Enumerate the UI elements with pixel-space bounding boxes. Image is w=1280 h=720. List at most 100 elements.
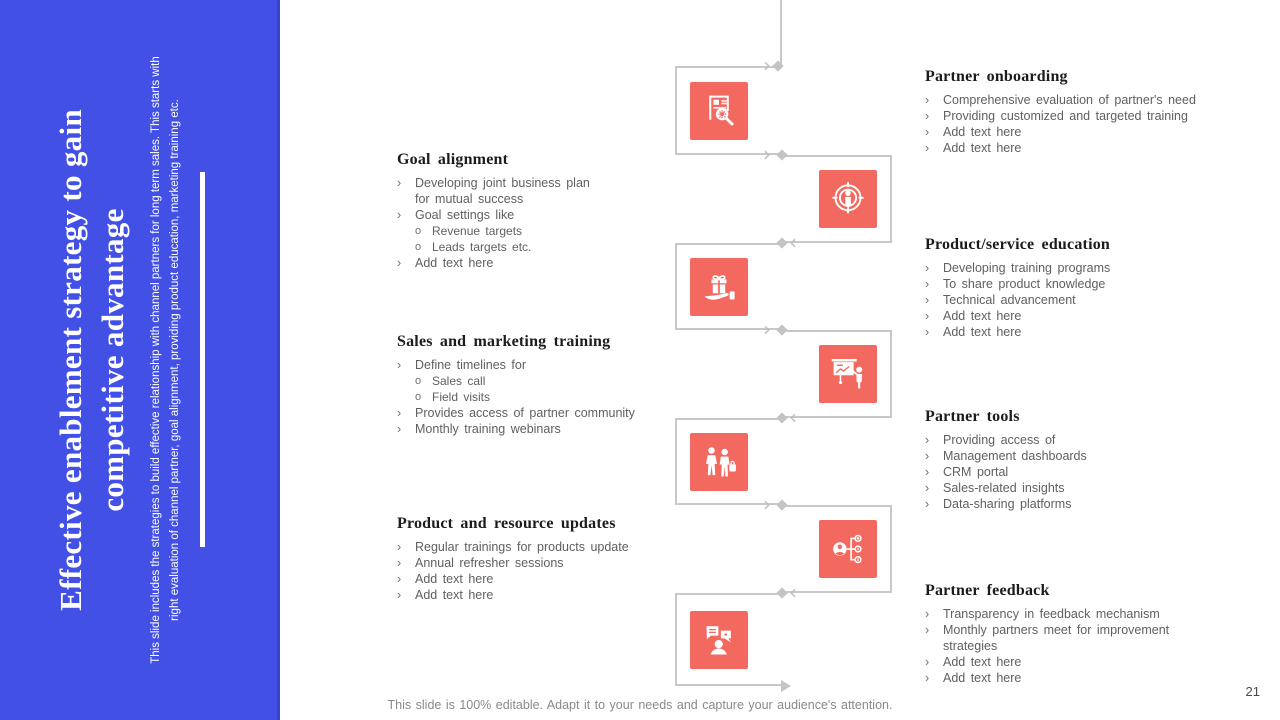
- bullet-text: Field visits: [432, 390, 491, 404]
- bullet-marker: ›: [397, 588, 402, 602]
- flow-connector-top-line: [780, 0, 782, 67]
- bullet-marker: ›: [397, 422, 402, 436]
- bullet-text: Developing joint business plan for mutua…: [415, 176, 590, 206]
- page-subtitle: This slide includes the strategies to bu…: [150, 56, 181, 664]
- bullet-text: To share product knowledge: [943, 277, 1106, 291]
- bullet-item: ›Monthly partners meet for improvement s…: [925, 622, 1181, 654]
- bullet-item: › Add text here: [925, 324, 1217, 340]
- bullet-text: Define timelines for: [415, 358, 526, 372]
- partner-evaluation-icon: [690, 81, 748, 140]
- section-title: Goal alignment: [397, 151, 509, 168]
- flow-end-arrow-icon: [781, 680, 791, 692]
- flow-step-box-2: [782, 155, 892, 243]
- bullet-item: ›Management dashboards: [925, 448, 1217, 464]
- sub-bullet-item: o Field visits: [415, 389, 659, 405]
- bullet-text: Add text here: [943, 671, 1022, 685]
- flow-step-box-5: [675, 418, 782, 505]
- bullet-text: Regular trainings for products update: [415, 540, 629, 554]
- bullet-text: Annual refresher sessions: [415, 556, 564, 570]
- flow-step-box-1: [675, 66, 782, 155]
- bullet-marker: ›: [397, 572, 402, 586]
- bullet-item: › Provides access of partner community: [397, 405, 659, 421]
- bullet-marker: o: [415, 225, 422, 237]
- bullet-marker: ›: [925, 449, 930, 463]
- page-title: Effective enablement strategy to gain co…: [50, 0, 134, 720]
- product-gift-icon: [690, 257, 748, 316]
- bullet-marker: ›: [925, 497, 930, 511]
- section-left-2: Product and resource updates›Regular tra…: [397, 515, 659, 603]
- bullet-item: ›Developing training programs: [925, 260, 1217, 276]
- bullet-item: ›Providing customized and targeted train…: [925, 108, 1217, 124]
- flow-step-box-3: [675, 243, 782, 330]
- bullet-item: ›Add text here: [925, 124, 1217, 140]
- bullet-item: ›Goal settings like: [397, 207, 592, 223]
- bullet-item: ›Add text here: [397, 255, 592, 271]
- arrow-right-icon: ›: [763, 142, 771, 166]
- bullet-text: Add text here: [415, 572, 494, 586]
- arrow-left-icon: ‹: [789, 405, 797, 429]
- bullet-item: › Monthly training webinars: [397, 421, 659, 437]
- bullet-item: › Data-sharing platforms: [925, 496, 1217, 512]
- bullet-marker: ›: [397, 176, 402, 190]
- bullet-marker: ›: [925, 277, 930, 291]
- bullet-marker: ›: [925, 623, 930, 637]
- arrow-right-icon: ›: [763, 492, 771, 516]
- bullet-marker: o: [415, 375, 422, 387]
- flow-step-box-4: [782, 330, 892, 418]
- bullet-marker: ›: [925, 309, 930, 323]
- section-left-0: Goal alignment › Developing joint business…: [397, 151, 592, 271]
- bullet-marker: ›: [925, 93, 930, 107]
- sidebar-rotated-content: Effective enablement strategy to gain co…: [0, 0, 277, 720]
- bullet-marker: ›: [925, 465, 930, 479]
- bullet-marker: ›: [925, 671, 930, 685]
- arrow-right-icon: ›: [763, 317, 771, 341]
- section-title: Partner tools: [925, 408, 1020, 425]
- bullet-text: Providing access of: [943, 433, 1056, 447]
- bullet-text: Provides access of partner community: [415, 406, 635, 420]
- bullet-item: ›Sales-related insights: [925, 480, 1217, 496]
- goal-target-icon: [819, 170, 877, 228]
- bullet-marker: ›: [397, 358, 402, 372]
- bullet-marker: ›: [925, 607, 930, 621]
- bullet-text: Add text here: [415, 588, 494, 602]
- footer-note: This slide is 100% editable. Adapt it to…: [387, 698, 893, 712]
- bullet-marker: ›: [925, 325, 930, 339]
- bullet-item: › To share product knowledge: [925, 276, 1217, 292]
- bullet-item: › Add text here: [925, 140, 1217, 156]
- flow-step-box-7: [675, 593, 782, 686]
- bullet-item: › Add text here: [925, 308, 1217, 324]
- section-right-2: Partner tools›Providing access of›Manage…: [925, 408, 1217, 512]
- bullet-text: Monthly training webinars: [415, 422, 561, 436]
- section-right-1: Product/service education ›Developing tra…: [925, 236, 1217, 340]
- bullet-item: ›Providing access of: [925, 432, 1217, 448]
- bullet-marker: ›: [397, 406, 402, 420]
- bullet-text: Add text here: [943, 309, 1022, 323]
- bullet-marker: ›: [925, 125, 930, 139]
- bullet-marker: ›: [925, 293, 930, 307]
- bullet-marker: o: [415, 391, 422, 403]
- bullet-marker: ›: [397, 556, 402, 570]
- feedback-chat-icon: [690, 610, 748, 669]
- bullet-text: Providing customized and targeted traini…: [943, 109, 1188, 123]
- bullet-item: › Add text here: [397, 587, 659, 603]
- section-title: Partner onboarding: [925, 68, 1068, 85]
- bullet-text: Add text here: [943, 141, 1022, 155]
- section-title: Product/service education: [925, 236, 1111, 253]
- page-number: 21: [1245, 684, 1260, 699]
- bullet-marker: ›: [397, 540, 402, 554]
- sidebar: Effective enablement strategy to gain co…: [0, 0, 280, 720]
- training-presentation-icon: [819, 345, 877, 403]
- bullet-item: › Annual refresher sessions: [397, 555, 659, 571]
- bullet-item: ›Transparency in feedback mechanism: [925, 606, 1181, 622]
- bullet-text: Leads targets etc.: [432, 240, 532, 254]
- bullet-text: CRM portal: [943, 465, 1009, 479]
- bullet-text: Add text here: [943, 325, 1022, 339]
- bullet-text: Data-sharing platforms: [943, 497, 1072, 511]
- bullet-text: Sales call: [432, 374, 486, 388]
- bullet-marker: ›: [925, 141, 930, 155]
- bullet-text: Comprehensive evaluation of partner's ne…: [943, 93, 1196, 107]
- bullet-text: Goal settings like: [415, 208, 515, 222]
